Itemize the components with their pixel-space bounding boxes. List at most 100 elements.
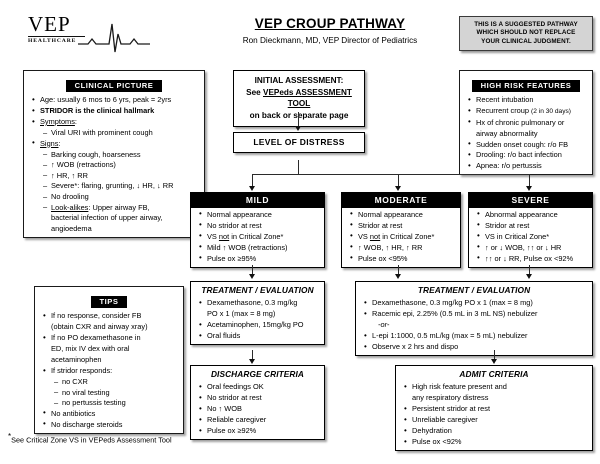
clinical-picture-box: CLINICAL PICTURE Age: usually 6 mos to 6… [23, 70, 205, 239]
clinical-picture-item: Symptoms: [32, 117, 200, 128]
discharge-criteria-item: No ↑ WOB [199, 404, 320, 415]
discharge-criteria-list: Oral feedings OKNo stridor at restNo ↑ W… [191, 380, 324, 439]
tips-item: no pertussis testing [43, 398, 179, 409]
severity-item-moderate: Normal appearance [350, 209, 456, 220]
tips-item: no CXR [43, 377, 179, 388]
tips-item: (obtain CXR and airway xray) [51, 322, 148, 331]
mild-treatment-item: Acetaminophen, 15mg/kg PO [199, 320, 320, 331]
severity-item-severe: Stridor at rest [477, 220, 588, 231]
page-subtitle: Ron Dieckmann, MD, VEP Director of Pedia… [242, 36, 418, 45]
tips-item: If stridor responds: [43, 366, 179, 377]
admit-criteria-header: ADMIT CRITERIA [459, 369, 529, 379]
modsev-treatment-item: Dexamethasone, 0.3 mg/kg PO x 1 (max = 8… [364, 298, 588, 309]
footnote-marker: * [8, 432, 12, 441]
high-risk-item: Hx of chronic pulmonary or [468, 117, 588, 128]
connector-mstx-to-admit [494, 350, 495, 360]
tips-item: No discharge steroids [43, 419, 179, 430]
high-risk-item: Apnea: r/o pertussis [468, 161, 588, 172]
severity-item-moderate: ↑ WOB, ↑ HR, ↑ RR [350, 242, 456, 253]
severity-box-mild: MILD Normal appearanceNo stridor at rest… [190, 192, 325, 268]
clinical-picture-item: ↑ HR, ↑ RR [32, 170, 200, 181]
connector-severe-to-treatment [529, 265, 530, 275]
disclaimer-line-3: YOUR CLINICAL JUDGMENT. [481, 37, 571, 45]
severity-header-moderate: MODERATE [342, 193, 460, 208]
tips-item: acetaminophen [51, 355, 102, 364]
modsev-treatment-item: L-epi 1:1000, 0.5 mL/kg (max = 5 mL) neb… [364, 331, 588, 342]
discharge-criteria-item: Pulse ox ≥92% [199, 426, 320, 437]
tips-item: If no PO dexamethasone in [43, 333, 179, 344]
arrow-mstx-to-admit [491, 359, 497, 364]
logo-rule [28, 36, 85, 37]
mild-treatment-item: PO x 1 (max = 8 mg) [207, 309, 276, 318]
severity-header-mild: MILD [191, 193, 324, 208]
high-risk-features-box: HIGH RISK FEATURES Recent intubationRecu… [459, 70, 593, 176]
discharge-criteria-box: DISCHARGE CRITERIA Oral feedings OKNo st… [190, 365, 325, 440]
mild-treatment-box: TREATMENT / EVALUATION Dexamethasone, 0.… [190, 281, 325, 345]
severity-item-moderate: Stridor at rest [350, 220, 456, 231]
connector-moderate-to-treatment [398, 265, 399, 275]
tips-header: TIPS [90, 295, 128, 308]
severity-item-moderate: VS not in Critical Zone* [350, 231, 456, 242]
vep-healthcare-logo: VEP HEALTHCARE [28, 12, 150, 62]
discharge-criteria-item: Oral feedings OK [199, 382, 320, 393]
high-risk-header: HIGH RISK FEATURES [471, 79, 581, 92]
severity-item-mild: VS not in Critical Zone* [199, 231, 320, 242]
severity-item-mild: Mild ↑ WOB (retractions) [199, 242, 320, 253]
footnote: *See Critical Zone VS in VEPeds Assessme… [8, 432, 172, 444]
severity-item-mild: Normal appearance [199, 209, 320, 220]
tips-item: No antibiotics [43, 408, 179, 419]
level-of-distress-box: LEVEL OF DISTRESS [233, 132, 365, 153]
arrow-severe-to-treatment [526, 274, 532, 279]
mild-treatment-item: Oral fluids [199, 331, 320, 342]
initial-assessment-line-1: INITIAL ASSESSMENT: [254, 76, 344, 85]
vepeds-assessment-tool-link[interactable]: VEPeds ASSESSMENT TOOL [262, 87, 352, 109]
clinical-picture-item: Signs: [32, 138, 200, 149]
modsev-treatment-header: TREATMENT / EVALUATION [417, 285, 531, 295]
high-risk-item: Drooling: r/o bact infection [468, 150, 588, 161]
admit-criteria-item: any respiratory distress [412, 393, 489, 402]
connector-mild-to-treatment [252, 265, 253, 275]
modsev-treatment-box: TREATMENT / EVALUATION Dexamethasone, 0.… [355, 281, 593, 356]
severity-item-moderate: Pulse ox <95% [350, 253, 456, 264]
admit-criteria-item: Persistent stridor at rest [404, 404, 588, 415]
connector-branch-moderate [398, 174, 399, 186]
discharge-criteria-header: DISCHARGE CRITERIA [210, 369, 305, 379]
severity-item-severe: ↑↑ or ↓ RR, Pulse ox <92% [477, 253, 588, 264]
severity-list-mild: Normal appearanceNo stridor at restVS no… [191, 208, 324, 267]
disclaimer-line-2: WHICH SHOULD NOT REPLACE [476, 29, 576, 37]
arrow-mildtx-to-discharge [249, 359, 255, 364]
arrow-branch-moderate [395, 186, 401, 191]
severity-item-severe: Abnormal appearance [477, 209, 588, 220]
tips-item: ED, mix IV dex with oral [51, 344, 130, 353]
severity-item-severe: ↑ or ↓ WOB, ↑↑ or ↓ HR [477, 242, 588, 253]
connector-branch-mild [252, 174, 253, 186]
logo-subtitle: HEALTHCARE [28, 38, 77, 44]
severity-item-mild: No stridor at rest [199, 220, 320, 231]
clinical-picture-item: Age: usually 6 mos to 6 yrs, peak = 2yrs [32, 95, 200, 106]
modsev-treatment-item: -or- [378, 320, 390, 329]
logo-wordmark: VEP [28, 12, 71, 36]
disclaimer-box: THIS IS A SUGGESTED PATHWAY WHICH SHOULD… [459, 16, 593, 52]
tips-item: If no response, consider FB [43, 311, 179, 322]
severity-box-severe: SEVERE Abnormal appearanceStridor at res… [468, 192, 593, 268]
connector-distress-stem [298, 160, 299, 175]
high-risk-item: Sudden onset cough: r/o FB [468, 139, 588, 150]
disclaimer-line-1: THIS IS A SUGGESTED PATHWAY [474, 21, 578, 28]
arrow-initial-to-distress [295, 126, 301, 131]
high-risk-item: Recent intubation [468, 95, 588, 106]
arrow-branch-mild [249, 186, 255, 191]
modsev-treatment-item: Observe x 2 hrs and dispo [364, 342, 588, 353]
mild-treatment-header: TREATMENT / EVALUATION [201, 285, 314, 295]
severity-item-severe: VS in Critical Zone* [477, 231, 588, 242]
arrow-moderate-to-treatment [395, 274, 401, 279]
clinical-picture-item: STRIDOR is the clinical hallmark [32, 106, 200, 117]
clinical-picture-list: Age: usually 6 mos to 6 yrs, peak = 2yrs… [24, 93, 204, 237]
tips-list: If no response, consider FB(obtain CXR a… [35, 309, 183, 433]
modsev-treatment-list: Dexamethasone, 0.3 mg/kg PO x 1 (max = 8… [356, 296, 592, 355]
admit-criteria-item: High risk feature present and [404, 382, 588, 393]
discharge-criteria-item: No stridor at rest [199, 393, 320, 404]
high-risk-item: Recurrent croup (2 in 30 days) [468, 105, 588, 117]
admit-criteria-box: ADMIT CRITERIA High risk feature present… [395, 365, 593, 451]
initial-assessment-line-3: on back or separate page [249, 110, 349, 120]
